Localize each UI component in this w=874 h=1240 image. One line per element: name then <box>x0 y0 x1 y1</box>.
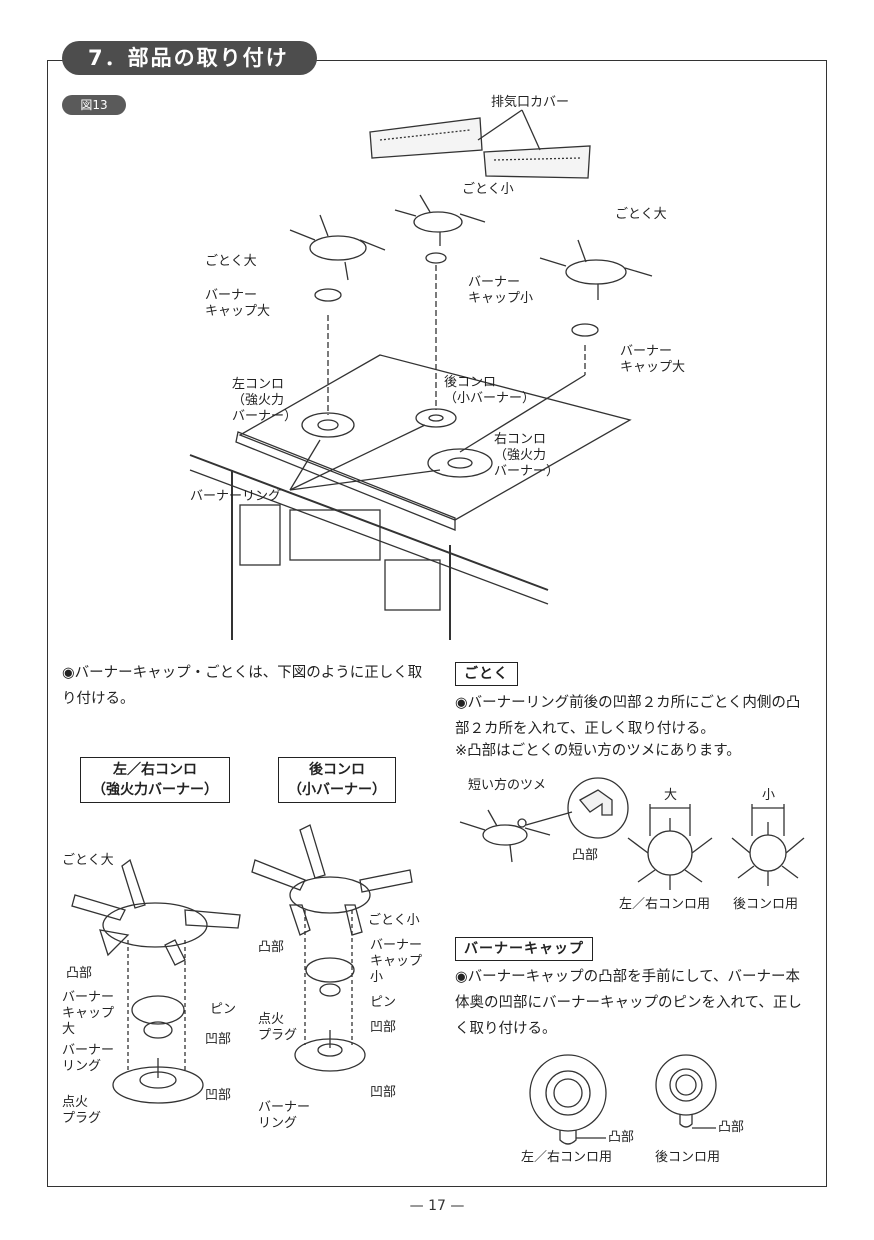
label-burner-ring-rear: バーナー リング <box>258 1100 311 1131</box>
label-trivet-large-right: ごとく大 <box>615 207 667 222</box>
label-for-rear-cap: 後コンロ用 <box>655 1150 721 1165</box>
page-number: — 17 — <box>409 1198 465 1214</box>
label-concave-left-2: 凹部 <box>205 1088 232 1103</box>
trivet-illustrations <box>289 194 653 337</box>
label-trivet-small-top: ごとく小 <box>462 182 514 197</box>
burner-cap-text: ◉バーナーキャップの凸部を手前にして、バーナー本体奥の凹部にバーナーキャップのピ… <box>455 969 802 1037</box>
label-pin-left: ピン <box>210 1002 237 1017</box>
rear-assembly-illustration <box>251 824 413 1072</box>
label-burner-cap-small-rear: バーナー キャップ 小 <box>370 938 423 985</box>
label-concave-rear-2: 凹部 <box>370 1085 397 1100</box>
rear-diagram-header: 後コンロ （小バーナー） <box>278 757 396 803</box>
content-frame <box>47 60 827 1187</box>
label-right-stove: 右コンロ （強火力 バーナー） <box>494 432 560 479</box>
section-title: 7．部品の取り付け <box>62 41 317 75</box>
label-convex-gotoku: 凸部 <box>572 848 599 863</box>
figure-badge: 図13 <box>62 95 126 115</box>
label-large: 大 <box>664 788 678 803</box>
burner-cap-tag: バーナーキャップ <box>455 937 593 961</box>
label-trivet-large-left: ごとく大 <box>205 254 257 269</box>
gotoku-text: ◉バーナーリング前後の凹部２カ所にごとく内側の凸部２カ所を入れて、正しく取り付け… <box>455 695 801 737</box>
label-burner-cap-large-right: バーナー キャップ大 <box>620 344 686 375</box>
label-for-left-right-cap: 左／右コンロ用 <box>521 1150 613 1165</box>
intro-text: ◉バーナーキャップ・ごとくは、下図のように正しく取り付ける。 <box>62 665 423 707</box>
label-convex-cap-1: 凸部 <box>608 1130 635 1145</box>
left-diagram-header: 左／右コンロ （強火力バーナー） <box>80 757 230 803</box>
label-ignition-plug-rear: 点火 プラグ <box>258 1012 298 1043</box>
label-concave-rear-1: 凹部 <box>370 1020 397 1035</box>
label-ignition-plug-left: 点火 プラグ <box>62 1095 102 1126</box>
cooktop-illustration <box>189 265 632 640</box>
label-rear-stove: 後コンロ （小バーナー） <box>444 375 536 406</box>
label-for-rear-gotoku: 後コンロ用 <box>733 897 799 912</box>
label-burner-cap-large: バーナー キャップ 大 <box>62 990 115 1037</box>
label-burner-cap-large-left: バーナー キャップ大 <box>205 288 271 319</box>
label-short-claw: 短い方のツメ <box>468 778 547 793</box>
label-pin-rear: ピン <box>370 995 397 1010</box>
label-small: 小 <box>762 788 776 803</box>
label-burner-ring-left: バーナー リング <box>62 1043 115 1074</box>
label-convex-rear: 凸部 <box>258 940 285 955</box>
gotoku-tag: ごとく <box>455 662 518 686</box>
label-burner-cap-small: バーナー キャップ小 <box>468 275 534 306</box>
gotoku-detail-illustration <box>459 777 805 890</box>
label-left-stove: 左コンロ （強火力 バーナー） <box>232 377 298 424</box>
label-exhaust-cover: 排気口カバー <box>491 95 570 110</box>
gotoku-note: ※凸部はごとくの短い方のツメにあります。 <box>455 743 741 759</box>
label-for-left-right-gotoku: 左／右コンロ用 <box>619 897 711 912</box>
left-assembly-illustration <box>71 858 241 1104</box>
label-convex-cap-2: 凸部 <box>718 1120 745 1135</box>
burner-cap-detail-illustration <box>529 1054 717 1145</box>
label-burner-ring: バーナーリング <box>190 489 282 504</box>
exhaust-cover-illustration <box>369 109 591 179</box>
label-trivet-large: ごとく大 <box>62 853 114 868</box>
label-trivet-small: ごとく小 <box>368 913 420 928</box>
label-concave-left-1: 凹部 <box>205 1032 232 1047</box>
label-convex-left: 凸部 <box>66 966 93 981</box>
